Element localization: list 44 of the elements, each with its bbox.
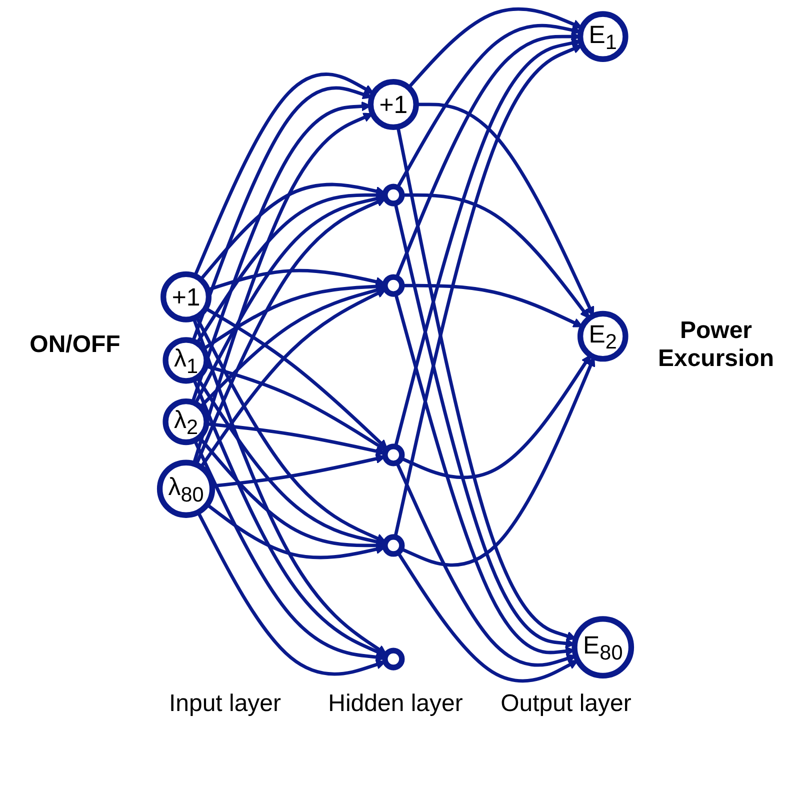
arrow xyxy=(396,552,578,683)
arrow xyxy=(395,462,576,667)
arrow xyxy=(191,86,372,342)
arrow xyxy=(402,284,583,328)
node-circle: +1 xyxy=(160,271,212,322)
layer-label: Hidden layer xyxy=(327,690,464,718)
arrow xyxy=(394,44,583,538)
arrow xyxy=(196,511,386,676)
arrow xyxy=(416,102,594,316)
arrow xyxy=(192,318,387,655)
arrow xyxy=(402,193,590,319)
node-circle xyxy=(382,184,405,206)
node-circle: E$_{1}$ xyxy=(577,11,628,62)
arrow xyxy=(192,112,374,464)
node-circle xyxy=(382,534,405,557)
arrow xyxy=(400,354,591,480)
node-circle: λ$_{80}$ xyxy=(156,460,216,518)
arrow xyxy=(400,356,596,567)
arrow xyxy=(204,306,388,450)
node-circle xyxy=(382,648,405,670)
arrow xyxy=(206,422,386,456)
node-circle: E$_{2}$ xyxy=(577,310,628,362)
node-circle xyxy=(382,444,405,466)
arrow xyxy=(194,316,386,543)
arrow xyxy=(206,503,386,560)
arrow xyxy=(193,440,386,662)
side-label: Power Excursion xyxy=(656,317,776,373)
side-label: ON/OFF xyxy=(28,331,122,359)
node-circle: λ$_{1}$ xyxy=(162,337,210,384)
node-circle: λ$_{2}$ xyxy=(162,398,210,446)
arrow xyxy=(396,24,582,188)
layer-label: Input layer xyxy=(168,690,282,718)
node-circle xyxy=(382,274,405,297)
arrow xyxy=(193,72,374,277)
arrow xyxy=(394,38,582,448)
node-circle: +1 xyxy=(368,78,419,130)
arrow xyxy=(196,190,386,344)
layer-label: Output layer xyxy=(500,690,632,718)
arrow xyxy=(205,364,387,451)
arrow xyxy=(199,182,386,281)
arrow xyxy=(407,7,583,89)
node-circle: E$_{80}$ xyxy=(572,616,634,678)
arrow xyxy=(194,198,386,466)
arrow xyxy=(200,288,386,468)
